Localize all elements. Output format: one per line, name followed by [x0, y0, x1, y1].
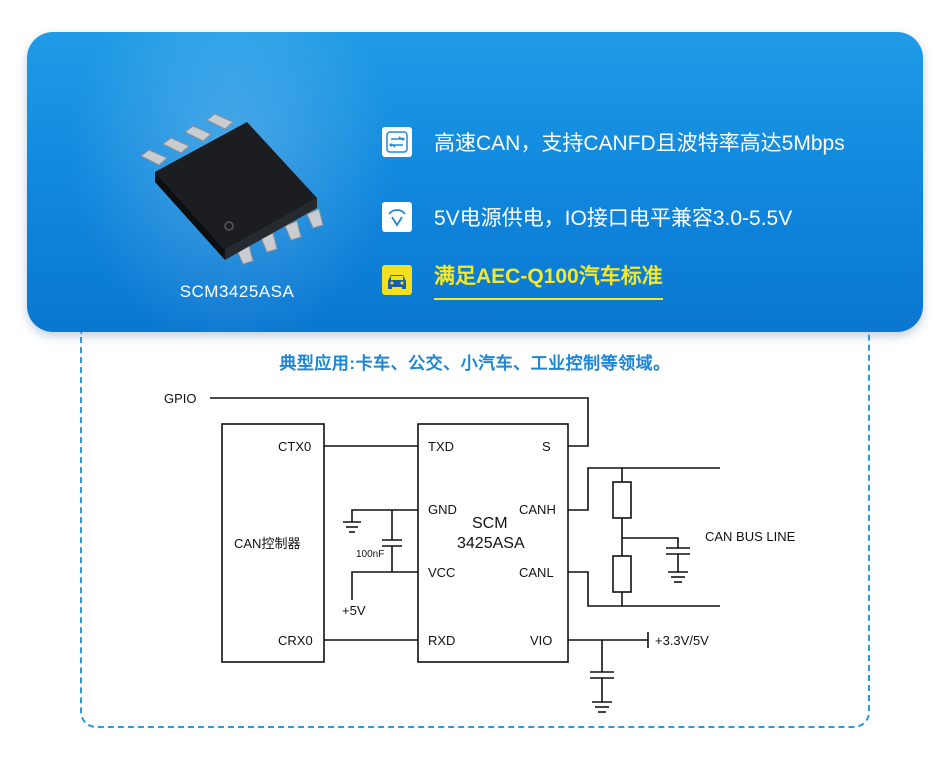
data-transfer-icon [382, 127, 412, 157]
pin-rxd: RXD [428, 633, 455, 648]
split-wire [622, 537, 679, 548]
ic-box [417, 423, 569, 663]
ctx-label: CTX0 [278, 439, 311, 454]
feature-item: 5V电源供电，IO接口电平兼容3.0-5.5V [382, 202, 792, 232]
pin-vio: VIO [530, 633, 552, 648]
supply-5v-label: +5V [342, 603, 366, 618]
chip-pin [206, 113, 234, 130]
pin-vcc: VCC [428, 565, 455, 580]
product-banner: SCM3425ASA 高速CAN，支持CANFD且波特率高达5Mbps 5V电源… [27, 32, 923, 332]
car-icon [382, 265, 412, 295]
feature-item: 满足AEC-Q100汽车标准 [382, 260, 663, 300]
feature-text: 高速CAN，支持CANFD且波特率高达5Mbps [434, 132, 845, 155]
voltage-icon [382, 202, 412, 232]
canh-wire [568, 467, 720, 511]
pin-txd: TXD [428, 439, 454, 454]
termination-resistor-top [612, 481, 632, 519]
pin-canh: CANH [519, 502, 556, 517]
pin-canl: CANL [519, 565, 554, 580]
ic-name-line1: SCM [472, 515, 508, 532]
crx-label: CRX0 [278, 633, 313, 648]
chip-pin [184, 125, 212, 142]
vcc-wire [351, 571, 418, 600]
feature-item: 高速CAN，支持CANFD且波特率高达5Mbps [382, 127, 845, 157]
bus-label: CAN BUS LINE [705, 529, 796, 544]
gpio-label: GPIO [164, 391, 197, 406]
chip-pin [162, 137, 190, 154]
gnd-wire [351, 509, 418, 522]
gpio-wire [210, 397, 589, 447]
termination-resistor-bottom [612, 555, 632, 593]
ic-name-line2: 3425ASA [457, 535, 525, 552]
chip-dot [224, 221, 234, 231]
application-title: 典型应用:卡车、公交、小汽车、工业控制等领域。 [279, 354, 671, 373]
chip-pin [140, 149, 168, 166]
controller-box [221, 423, 325, 663]
controller-label: CAN控制器 [234, 536, 300, 551]
pin-s: S [542, 439, 551, 454]
diagram-frame [80, 332, 870, 728]
chip-image [140, 113, 324, 265]
chip-pin [306, 208, 324, 229]
part-number: SCM3425ASA [179, 282, 295, 301]
pin-gnd: GND [428, 502, 457, 517]
feature-text: 5V电源供电，IO接口电平兼容3.0-5.5V [434, 207, 793, 230]
capacitor-label: 100nF [356, 549, 384, 560]
chip-body [155, 122, 317, 250]
feature-text: 满足AEC-Q100汽车标准 [434, 260, 663, 300]
canl-wire [568, 571, 720, 607]
supply-vio-label: +3.3V/5V [655, 633, 709, 648]
chip-pin [284, 220, 302, 241]
